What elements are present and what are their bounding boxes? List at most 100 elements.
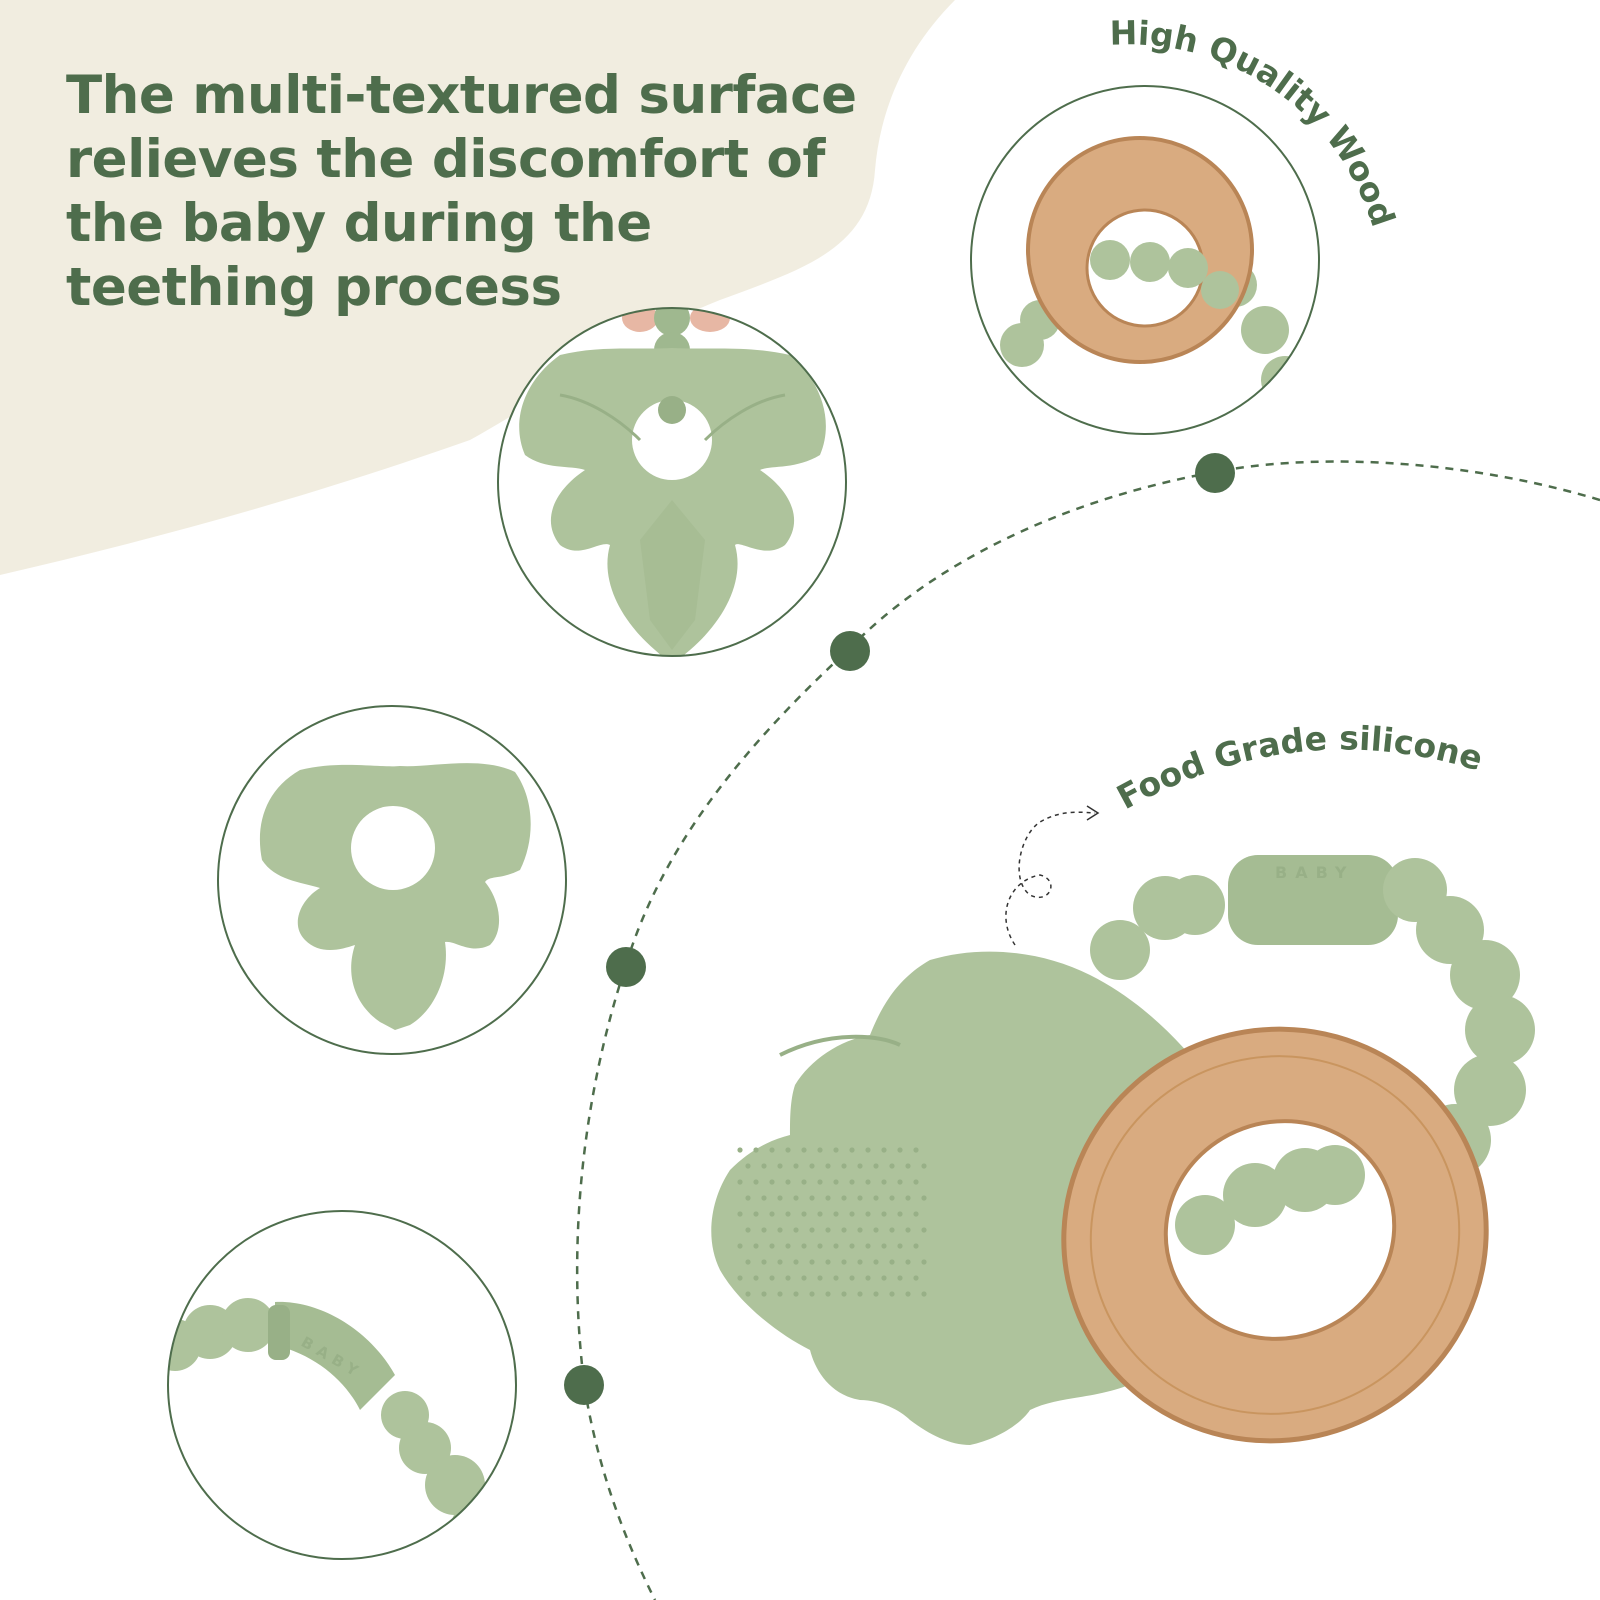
texture-dot (785, 1147, 791, 1153)
texture-dot (881, 1243, 887, 1249)
texture-dot (865, 1275, 871, 1281)
texture-dot (905, 1227, 911, 1233)
texture-dot (849, 1243, 855, 1249)
texture-dot (913, 1147, 919, 1153)
headline-line-3: the baby during the (66, 193, 652, 254)
texture-dot (737, 1147, 743, 1153)
texture-dot (745, 1291, 751, 1297)
texture-dot (865, 1211, 871, 1217)
texture-dot (889, 1195, 895, 1201)
texture-dot (913, 1211, 919, 1217)
texture-dot (745, 1163, 751, 1169)
texture-dot (793, 1195, 799, 1201)
texture-dot (801, 1179, 807, 1185)
texture-dot (769, 1147, 775, 1153)
texture-dot (785, 1179, 791, 1185)
texture-dot (833, 1243, 839, 1249)
texture-dot (825, 1227, 831, 1233)
texture-dot (825, 1195, 831, 1201)
texture-dot (801, 1147, 807, 1153)
texture-dot (857, 1195, 863, 1201)
texture-dot (905, 1195, 911, 1201)
connector-dot-leaf-top (830, 631, 870, 671)
teether-main-product: BABY (711, 855, 1535, 1445)
texture-dot (849, 1275, 855, 1281)
leaf-texture-dots (737, 1147, 927, 1297)
texture-dot (841, 1259, 847, 1265)
headline-line-4: teething process (66, 257, 562, 318)
texture-dot (889, 1259, 895, 1265)
texture-dot (857, 1163, 863, 1169)
headline: The multi-textured surface relieves the … (66, 64, 866, 320)
texture-dot (793, 1291, 799, 1297)
texture-dot (841, 1227, 847, 1233)
texture-dot (777, 1163, 783, 1169)
texture-dot (889, 1291, 895, 1297)
texture-dot (913, 1275, 919, 1281)
texture-dot (833, 1275, 839, 1281)
texture-dot (881, 1211, 887, 1217)
texture-dot (761, 1163, 767, 1169)
texture-dot (809, 1259, 815, 1265)
texture-dot (897, 1211, 903, 1217)
wooden-ring (1061, 1026, 1489, 1444)
texture-dot (753, 1243, 759, 1249)
texture-dot (753, 1147, 759, 1153)
texture-dot (769, 1243, 775, 1249)
texture-dot (745, 1227, 751, 1233)
texture-dot (913, 1243, 919, 1249)
texture-dot (897, 1179, 903, 1185)
texture-dot (921, 1163, 927, 1169)
texture-dot (809, 1291, 815, 1297)
texture-dot (865, 1179, 871, 1185)
texture-dot (873, 1195, 879, 1201)
texture-dot (761, 1291, 767, 1297)
texture-dot (857, 1291, 863, 1297)
texture-dot (905, 1259, 911, 1265)
connector-dot-beads (564, 1365, 604, 1405)
texture-dot (825, 1291, 831, 1297)
texture-dot (889, 1227, 895, 1233)
texture-dot (889, 1163, 895, 1169)
texture-dot (801, 1275, 807, 1281)
texture-dot (753, 1275, 759, 1281)
texture-dot (849, 1211, 855, 1217)
texture-dot (833, 1211, 839, 1217)
texture-dot (841, 1163, 847, 1169)
texture-dot (825, 1163, 831, 1169)
texture-dot (777, 1291, 783, 1297)
detail-circle-plain-leaf (217, 705, 567, 1055)
texture-dot (833, 1147, 839, 1153)
texture-dot (833, 1179, 839, 1185)
detail-circle-wood-ring (970, 85, 1320, 435)
texture-dot (865, 1147, 871, 1153)
texture-dot (881, 1147, 887, 1153)
headline-line-1: The multi-textured surface (66, 65, 857, 126)
texture-dot (793, 1259, 799, 1265)
texture-dot (737, 1211, 743, 1217)
texture-dot (897, 1147, 903, 1153)
texture-dot (841, 1195, 847, 1201)
texture-dot (737, 1243, 743, 1249)
texture-dot (905, 1291, 911, 1297)
texture-dot (873, 1259, 879, 1265)
texture-dot (817, 1147, 823, 1153)
texture-dot (777, 1259, 783, 1265)
texture-dot (761, 1195, 767, 1201)
texture-dot (769, 1179, 775, 1185)
texture-dot (777, 1227, 783, 1233)
texture-dot (785, 1275, 791, 1281)
texture-dot (921, 1291, 927, 1297)
silicone-label-arrow (1005, 811, 1096, 946)
texture-dot (785, 1243, 791, 1249)
texture-dot (921, 1227, 927, 1233)
texture-dot (817, 1179, 823, 1185)
texture-dot (825, 1259, 831, 1265)
texture-dot (793, 1163, 799, 1169)
texture-dot (737, 1275, 743, 1281)
texture-dot (857, 1227, 863, 1233)
texture-dot (753, 1211, 759, 1217)
texture-dot (897, 1243, 903, 1249)
